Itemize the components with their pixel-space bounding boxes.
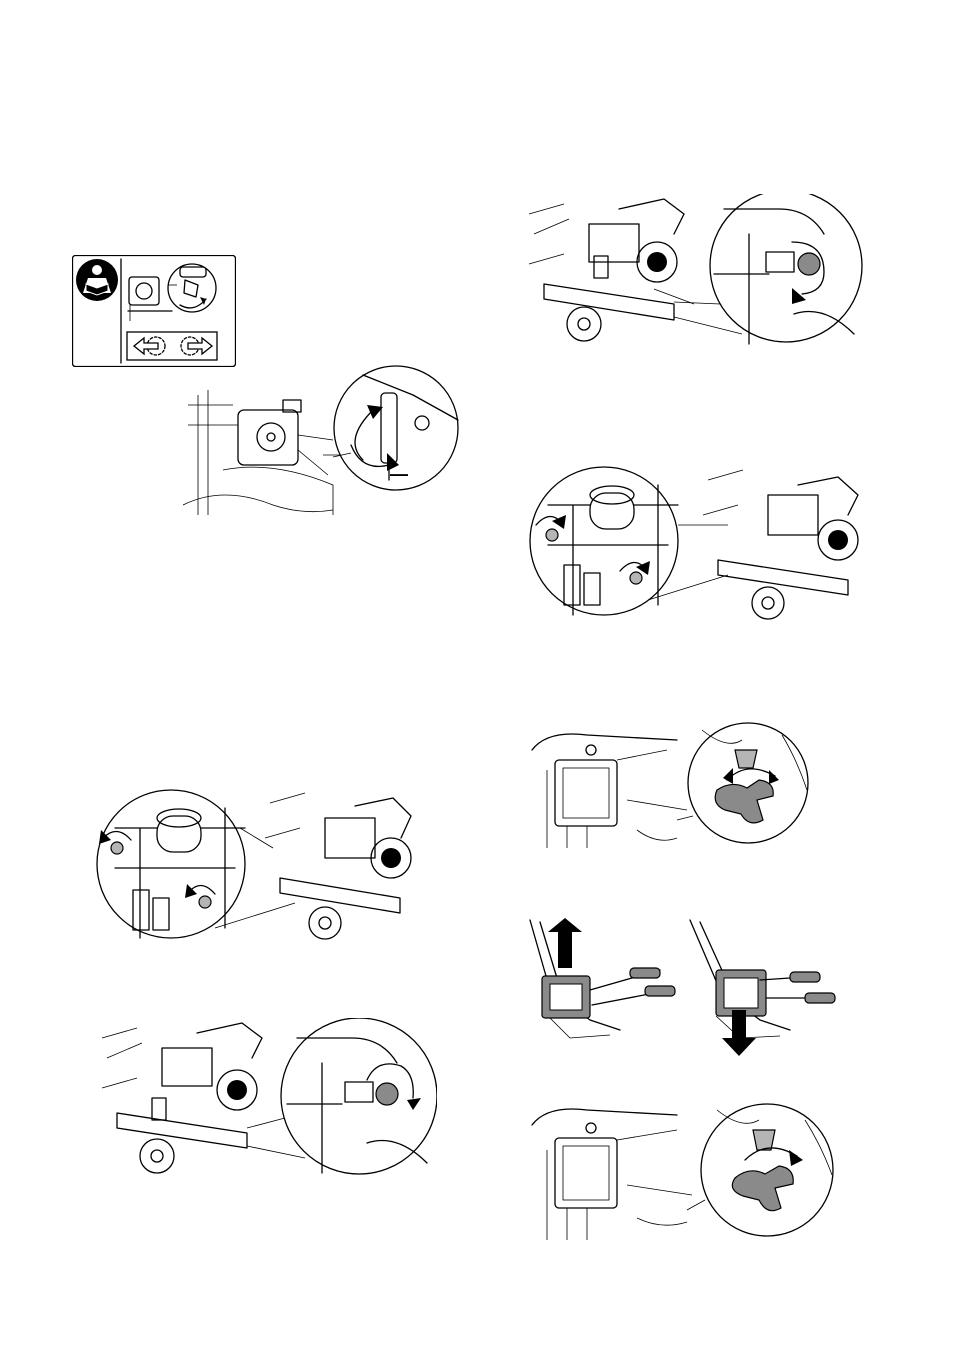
handle-frame-drawing (532, 734, 687, 848)
arrow-down-icon (722, 1010, 756, 1056)
engine-bolt-tighten-figure (97, 1018, 437, 1178)
handle-frame-drawing (532, 1109, 692, 1240)
engine-bolt-loosen-figure (524, 194, 864, 348)
handle-knob-loosen-figure (527, 720, 811, 855)
pump-valve-detail-figure: — (183, 365, 463, 525)
arrow-up-icon (548, 918, 582, 968)
engine-nuts-left-figure (95, 788, 415, 946)
machine-pictogram (128, 264, 216, 321)
bolt-icon (798, 253, 820, 275)
engine-drawing (102, 1023, 262, 1173)
engine-nuts-right-figure (528, 465, 864, 623)
handle-up-drawing (530, 920, 675, 1038)
safety-label-figure (72, 255, 236, 367)
handle-down-drawing (690, 920, 835, 1038)
read-manual-icon (76, 259, 118, 301)
engine-drawing (703, 470, 858, 619)
handle-knob-tighten-figure (527, 1100, 837, 1245)
bolt-icon (376, 1083, 398, 1105)
pump-drawing (183, 390, 343, 515)
engine-drawing (265, 793, 411, 939)
minus-label: — (390, 465, 408, 483)
handle-height-adjust-figure (520, 910, 840, 1060)
engine-drawing (529, 199, 694, 341)
